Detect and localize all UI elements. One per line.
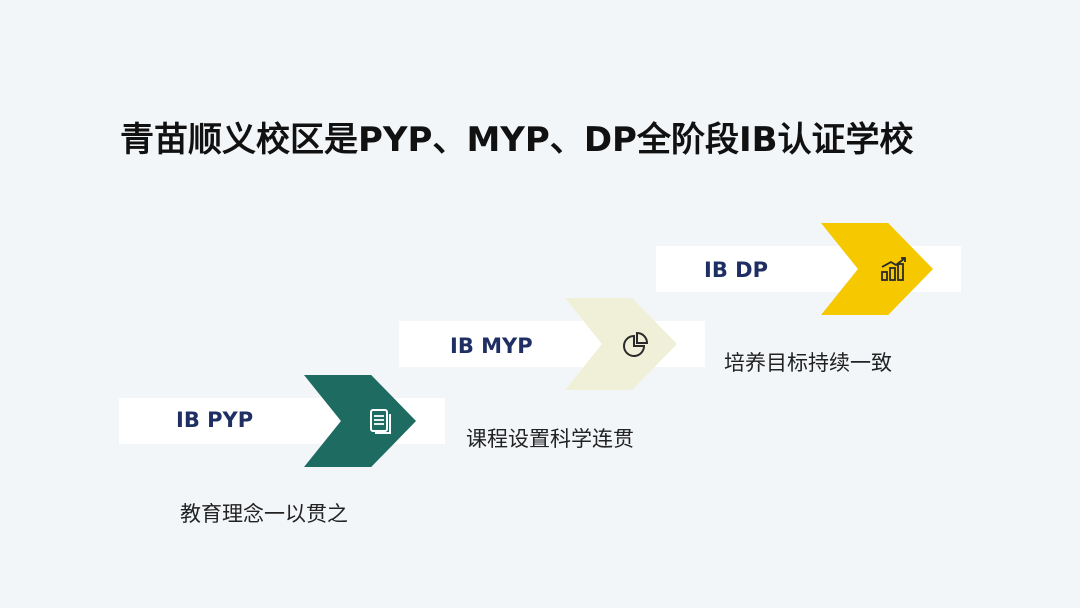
stage-label-myp: IB MYP — [450, 334, 533, 358]
bar-chart-icon — [881, 257, 906, 281]
pie-chart-icon — [623, 331, 649, 357]
stage-caption-dp: 培养目标持续一致 — [724, 351, 892, 375]
stage-caption-pyp: 教育理念一以贯之 — [180, 502, 348, 526]
page-title: 青苗顺义校区是PYP、MYP、DP全阶段IB认证学校 — [120, 120, 914, 160]
document-icon — [370, 409, 391, 434]
stage-label-dp: IB DP — [704, 258, 768, 282]
stage-label-pyp: IB PYP — [176, 408, 254, 432]
stage-caption-myp: 课程设置科学连贯 — [466, 427, 634, 451]
